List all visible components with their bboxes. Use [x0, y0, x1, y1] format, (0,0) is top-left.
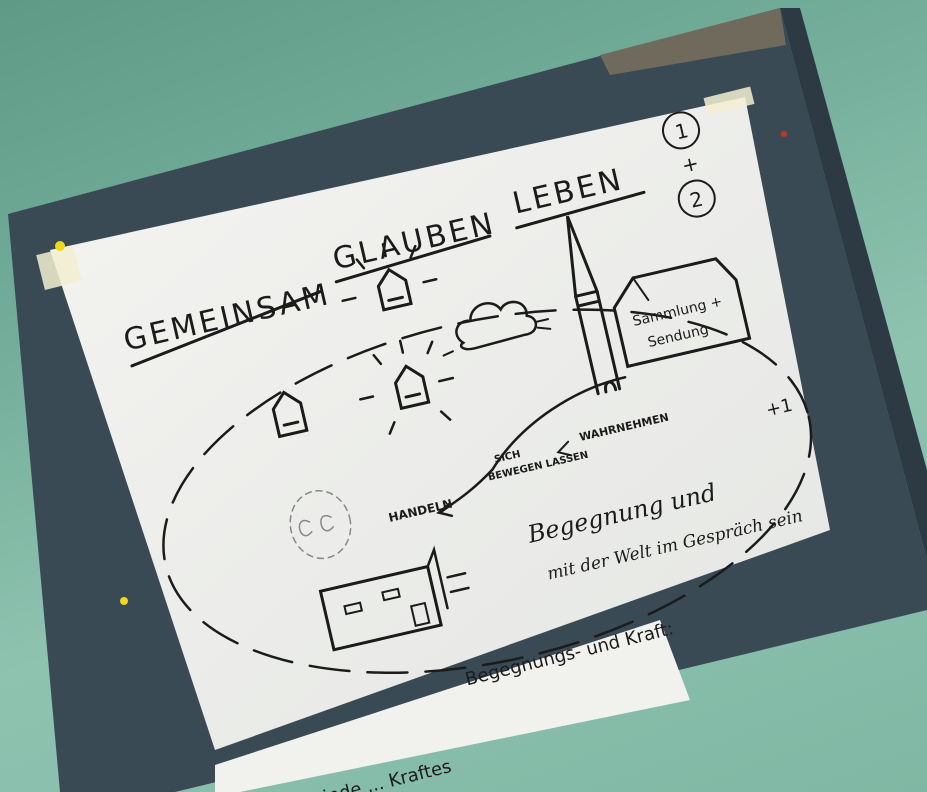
pin-yellow-left	[55, 241, 65, 251]
pin-red-right	[781, 131, 787, 137]
pin-yellow-bottom	[120, 597, 128, 605]
